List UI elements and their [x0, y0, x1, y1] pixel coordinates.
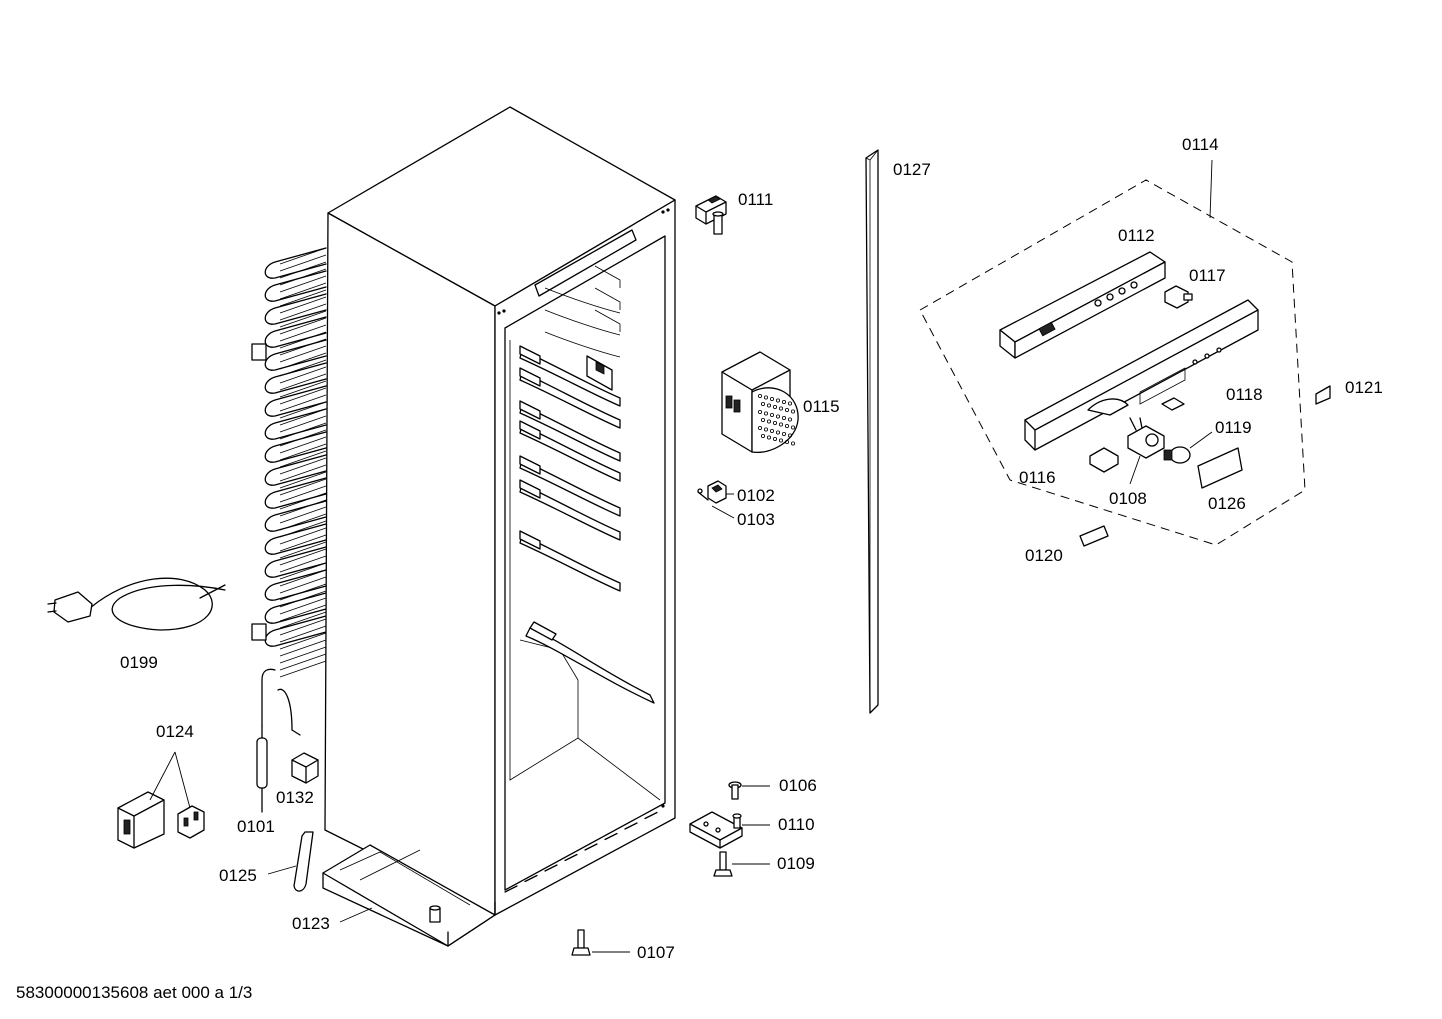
label-0124: 0124	[156, 722, 194, 741]
hinge-part-0111	[695, 195, 727, 235]
power-cord-0199	[47, 577, 226, 631]
tube-parts	[256, 668, 373, 923]
clip-parts-0102-0103	[697, 480, 735, 519]
bottom-hinge-parts	[571, 781, 770, 956]
shelf-rails	[519, 265, 621, 592]
label-0115: 0115	[803, 397, 840, 416]
connector-parts-0124	[117, 751, 205, 849]
fan-cover-0115	[721, 351, 799, 454]
label-0110: 0110	[778, 815, 815, 834]
label-0118: 0118	[1226, 385, 1263, 404]
label-0120: 0120	[1025, 546, 1063, 565]
label-0103: 0103	[737, 510, 775, 529]
label-0121: 0121	[1345, 378, 1383, 397]
label-0107: 0107	[637, 943, 675, 962]
label-0101: 0101	[237, 817, 275, 836]
label-0109: 0109	[777, 854, 815, 873]
label-0132: 0132	[276, 788, 314, 807]
label-0106: 0106	[779, 776, 817, 795]
condenser-coil	[251, 247, 327, 678]
bottom-rail	[525, 621, 655, 704]
label-0126: 0126	[1208, 494, 1246, 513]
inner-bracket	[586, 355, 613, 391]
fridge-cabinet	[324, 106, 676, 916]
label-0123: 0123	[292, 914, 330, 933]
part-labels: 0111 0127 0114 0112 0117 0115 0121 0118 …	[120, 135, 1383, 962]
door-seal-strip	[865, 149, 879, 714]
label-0125: 0125	[219, 866, 257, 885]
cabinet-base	[322, 844, 496, 947]
label-0102: 0102	[737, 486, 775, 505]
label-0117: 0117	[1189, 266, 1226, 285]
label-0112: 0112	[1118, 226, 1155, 245]
label-0119: 0119	[1215, 418, 1252, 437]
label-0199: 0199	[120, 653, 158, 672]
label-0114: 0114	[1182, 135, 1219, 154]
label-0108: 0108	[1109, 489, 1147, 508]
document-footer: 58300000135608 aet 000 a 1/3	[16, 983, 252, 1002]
control-assembly-0114	[919, 159, 1331, 547]
label-0111: 0111	[738, 190, 773, 209]
label-0116: 0116	[1019, 468, 1056, 487]
label-0127: 0127	[893, 160, 931, 179]
